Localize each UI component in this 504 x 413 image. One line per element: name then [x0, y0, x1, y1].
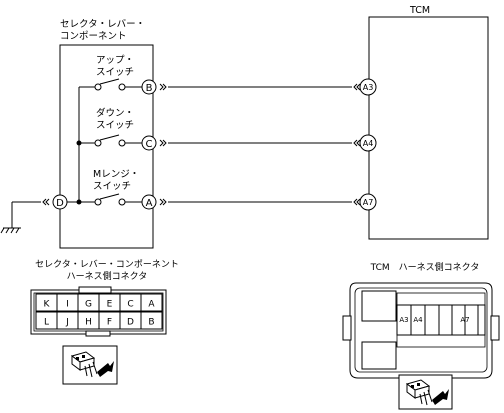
connector-pin-label: D	[127, 318, 134, 328]
connector-cell	[140, 311, 163, 330]
tcm-pin-a7: A7	[359, 193, 377, 211]
tcm-connector-pin-a3: A3	[399, 316, 408, 324]
connector-pin-label: I	[66, 300, 69, 310]
connector-pin-label: E	[107, 300, 113, 310]
connector-pin-label: B	[148, 318, 154, 328]
connector-pin-label: G	[85, 300, 92, 310]
tcm-pin-a4: A4	[359, 134, 377, 152]
svg-text:A3: A3	[363, 83, 374, 92]
svg-text:A7: A7	[363, 198, 374, 207]
tcm-connector	[342, 282, 500, 379]
pin-c: C	[141, 135, 157, 151]
tcm-box	[368, 16, 489, 240]
connector-plug-icon	[62, 345, 118, 385]
connector-pin-label: A	[148, 300, 155, 310]
selector-component-label-1: セレクタ・レバー・	[60, 19, 145, 30]
pin-a: A	[141, 194, 157, 210]
down-switch-label-2: スイッチ	[96, 120, 134, 131]
connector-cell	[140, 293, 163, 312]
connector-pin-label: F	[107, 318, 112, 328]
wire-a-a7	[159, 198, 361, 206]
tcm-connector-pin-a7: A7	[460, 316, 469, 324]
up-switch	[79, 78, 142, 91]
wire-c-a4	[159, 139, 361, 147]
svg-text:A4: A4	[363, 139, 374, 148]
tcm-connector-pin-a4: A4	[413, 316, 423, 324]
pin-d: D	[52, 194, 68, 210]
m-range-switch	[79, 193, 142, 206]
svg-text:C: C	[146, 139, 153, 150]
connector-chevron-d	[42, 198, 50, 206]
up-switch-label-1: アップ・	[96, 55, 134, 66]
up-switch-label-2: スイッチ	[96, 67, 134, 78]
tcm-connector-title: TCM ハーネス側コネクタ	[370, 261, 480, 273]
selector-connector-title-2: ハーネス側コネクタ	[67, 270, 148, 282]
connector-plug-icon	[398, 374, 453, 410]
selector-component-label-2: コンポーネント	[60, 31, 127, 42]
down-switch	[79, 134, 142, 147]
tcm-pin-a3: A3	[359, 78, 377, 96]
connector-pin-label: C	[127, 300, 133, 310]
connector-pin-label: L	[44, 318, 49, 328]
m-range-switch-label-1: Mレンジ・	[93, 169, 139, 180]
connector-pin-label: K	[44, 300, 51, 310]
svg-text:D: D	[56, 198, 64, 209]
pin-b: B	[141, 79, 157, 95]
down-switch-label-1: ダウン・	[96, 107, 134, 119]
connector-pin-label: H	[85, 318, 92, 328]
selector-connector-title-1: セレクタ・レバー・コンポーネント	[35, 259, 179, 270]
ground-symbol	[0, 227, 21, 234]
wire-b-a3	[159, 83, 361, 91]
svg-text:A: A	[146, 198, 153, 209]
m-range-switch-label-2: スイッチ	[93, 181, 131, 192]
tcm-label: TCM	[409, 5, 430, 16]
svg-text:B: B	[146, 83, 153, 94]
connector-pin-label: J	[65, 318, 69, 328]
